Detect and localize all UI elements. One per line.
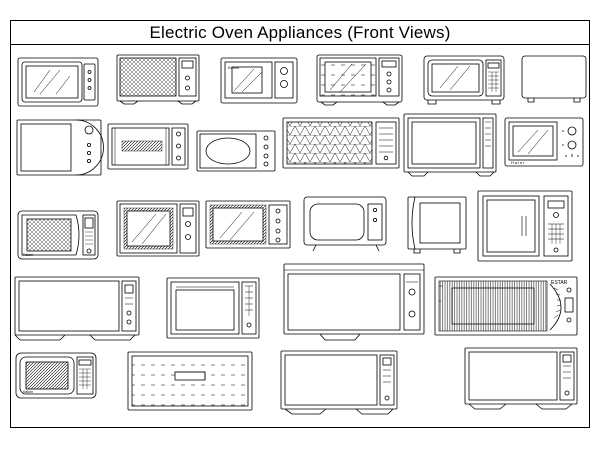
appliance-long-glass-oven: [205, 200, 291, 249]
appliance-glass-door-oven: [116, 200, 200, 257]
appliance-stand-oven: [280, 350, 398, 415]
appliance-oval-window-oven: [196, 130, 276, 172]
appliance-crate-oven: [107, 123, 189, 170]
brand-label-e: ESTAR: [551, 280, 568, 286]
appliance-round-dial-oven: [16, 119, 104, 176]
brand-label-a: Kaloni: [228, 65, 239, 70]
appliance-big-knob-oven: [283, 263, 425, 341]
brand-label-b: Raloni: [23, 253, 33, 257]
brand-label-c: Kaloni: [23, 390, 33, 394]
brand-label-d: Haier: [511, 160, 526, 165]
appliance-silver-oven: [423, 55, 505, 105]
title-box: Electric Oven Appliances (Front Views): [10, 20, 590, 45]
appliance-long-tray-oven: [127, 351, 253, 411]
appliance-plain-oven: [521, 55, 587, 103]
appliance-mesh-oven: [116, 54, 200, 105]
appliance-wide-door-oven: [403, 113, 497, 177]
appliance-estar-oven: ESTAR: [434, 276, 578, 336]
appliance-curved-oven: Raloni: [17, 210, 99, 260]
appliance-tv-style-oven: [17, 57, 99, 107]
appliance-brand-oven-small: Kaloni: [220, 57, 298, 104]
appliance-panel-oven: [477, 190, 573, 262]
page-title: Electric Oven Appliances (Front Views): [149, 22, 451, 42]
appliance-dark-glass-oven: Kaloni: [15, 352, 97, 399]
appliance-wide-stand-oven: [464, 347, 578, 410]
appliance-tv-legs-oven: [303, 196, 387, 252]
appliance-mid-oven: [166, 277, 260, 339]
appliance-grid-door-oven: [316, 54, 403, 106]
appliance-haier-dial-oven: Haier: [504, 117, 584, 167]
appliance-triangle-mesh-oven: [282, 117, 400, 169]
appliance-cube-oven: [407, 196, 467, 254]
appliance-wide-base-oven: [14, 276, 140, 341]
drawing-frame: [10, 44, 590, 428]
